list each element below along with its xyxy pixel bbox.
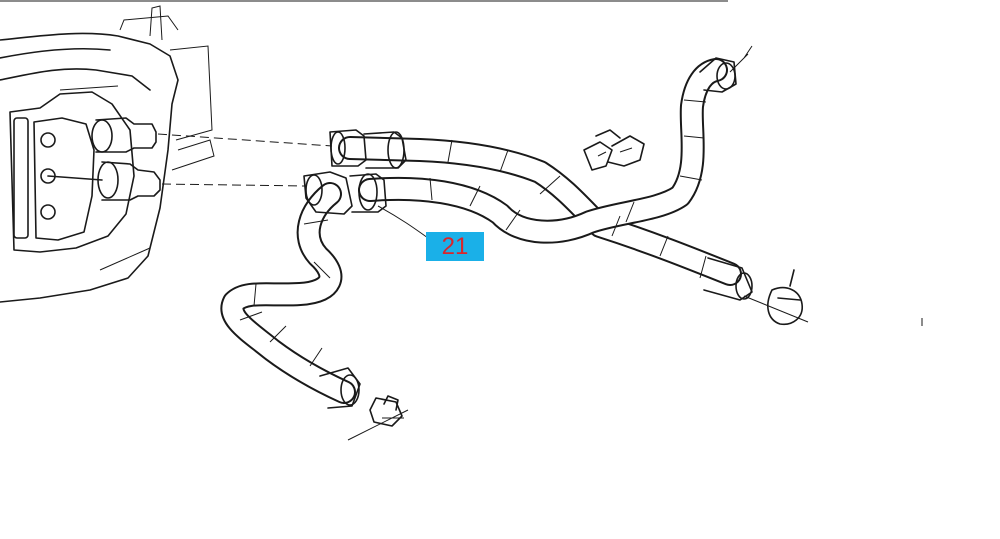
- alignment-line-lower: [161, 183, 307, 187]
- right-hose-end: [703, 257, 753, 301]
- upper-quick-connector: [329, 129, 407, 169]
- hose-clip-part: [583, 129, 645, 171]
- alignment-line-upper: [157, 133, 333, 147]
- lower-hose-clamp: [347, 395, 409, 441]
- top-right-hose-end: [699, 45, 753, 93]
- lower-quick-connector: [303, 171, 387, 215]
- callout-label-21: 21: [426, 232, 484, 261]
- callout-leader-21: [377, 205, 429, 239]
- hvac-housing: [0, 5, 215, 303]
- lower-hose-end: [319, 367, 361, 409]
- right-hose-clamp: [743, 269, 809, 326]
- heater-hose-assembly: [220, 58, 742, 404]
